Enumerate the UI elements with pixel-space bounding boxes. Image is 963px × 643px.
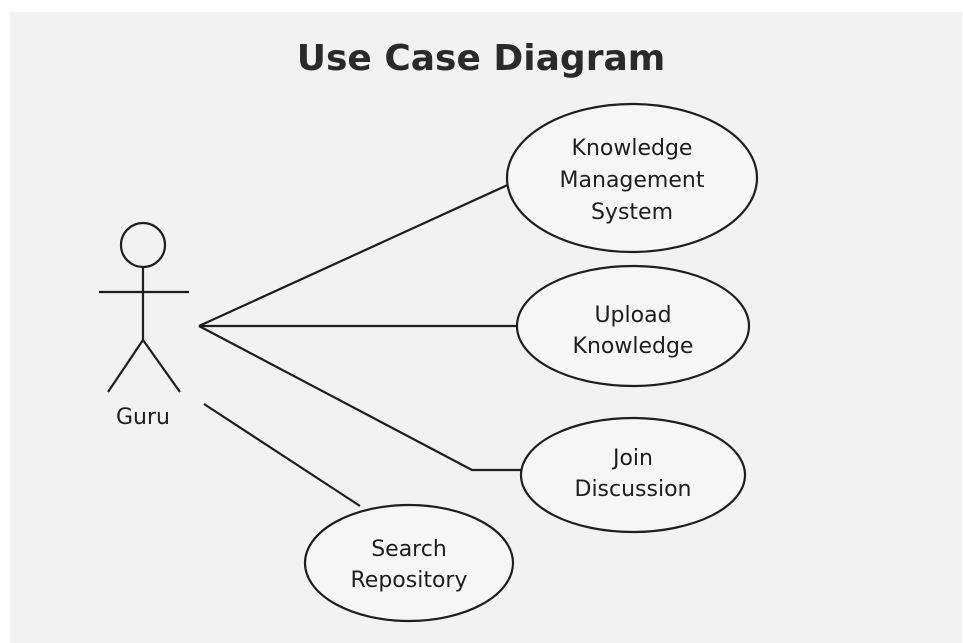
association-line-join-discussion — [198, 325, 521, 472]
use-case-ellipse — [515, 264, 751, 388]
association-line-knowledge-management-system — [198, 181, 513, 328]
use-case-label-line: Knowledge — [573, 334, 694, 359]
use-case-label-line: Join — [611, 446, 653, 471]
actor-head — [119, 221, 167, 269]
use-case-ellipse — [505, 102, 759, 254]
association-line-search-repository — [203, 403, 361, 507]
use-case-label-line: System — [591, 200, 673, 225]
use-case-label-line: Management — [560, 168, 705, 193]
use-case-knowledge-management-system: Knowledge Management System — [505, 102, 759, 254]
actor-left-leg — [107, 339, 144, 393]
actor-right-leg — [142, 339, 181, 393]
use-case-label-line: Discussion — [575, 477, 692, 502]
use-case-ellipse — [519, 416, 747, 534]
use-case-label-line: Repository — [351, 568, 468, 593]
use-case-upload-knowledge: Upload Knowledge — [515, 264, 751, 388]
use-case-label-line: Upload — [594, 303, 671, 328]
use-case-join-discussion: Join Discussion — [519, 416, 747, 534]
actor-label: Guru — [116, 405, 170, 430]
actor-guru — [99, 221, 189, 393]
diagram-title: Use Case Diagram — [297, 38, 666, 79]
use-case-ellipse — [303, 503, 515, 623]
use-case-label-line: Knowledge — [572, 136, 693, 161]
use-case-label-line: Search — [371, 537, 447, 562]
use-case-search-repository: Search Repository — [303, 503, 515, 623]
